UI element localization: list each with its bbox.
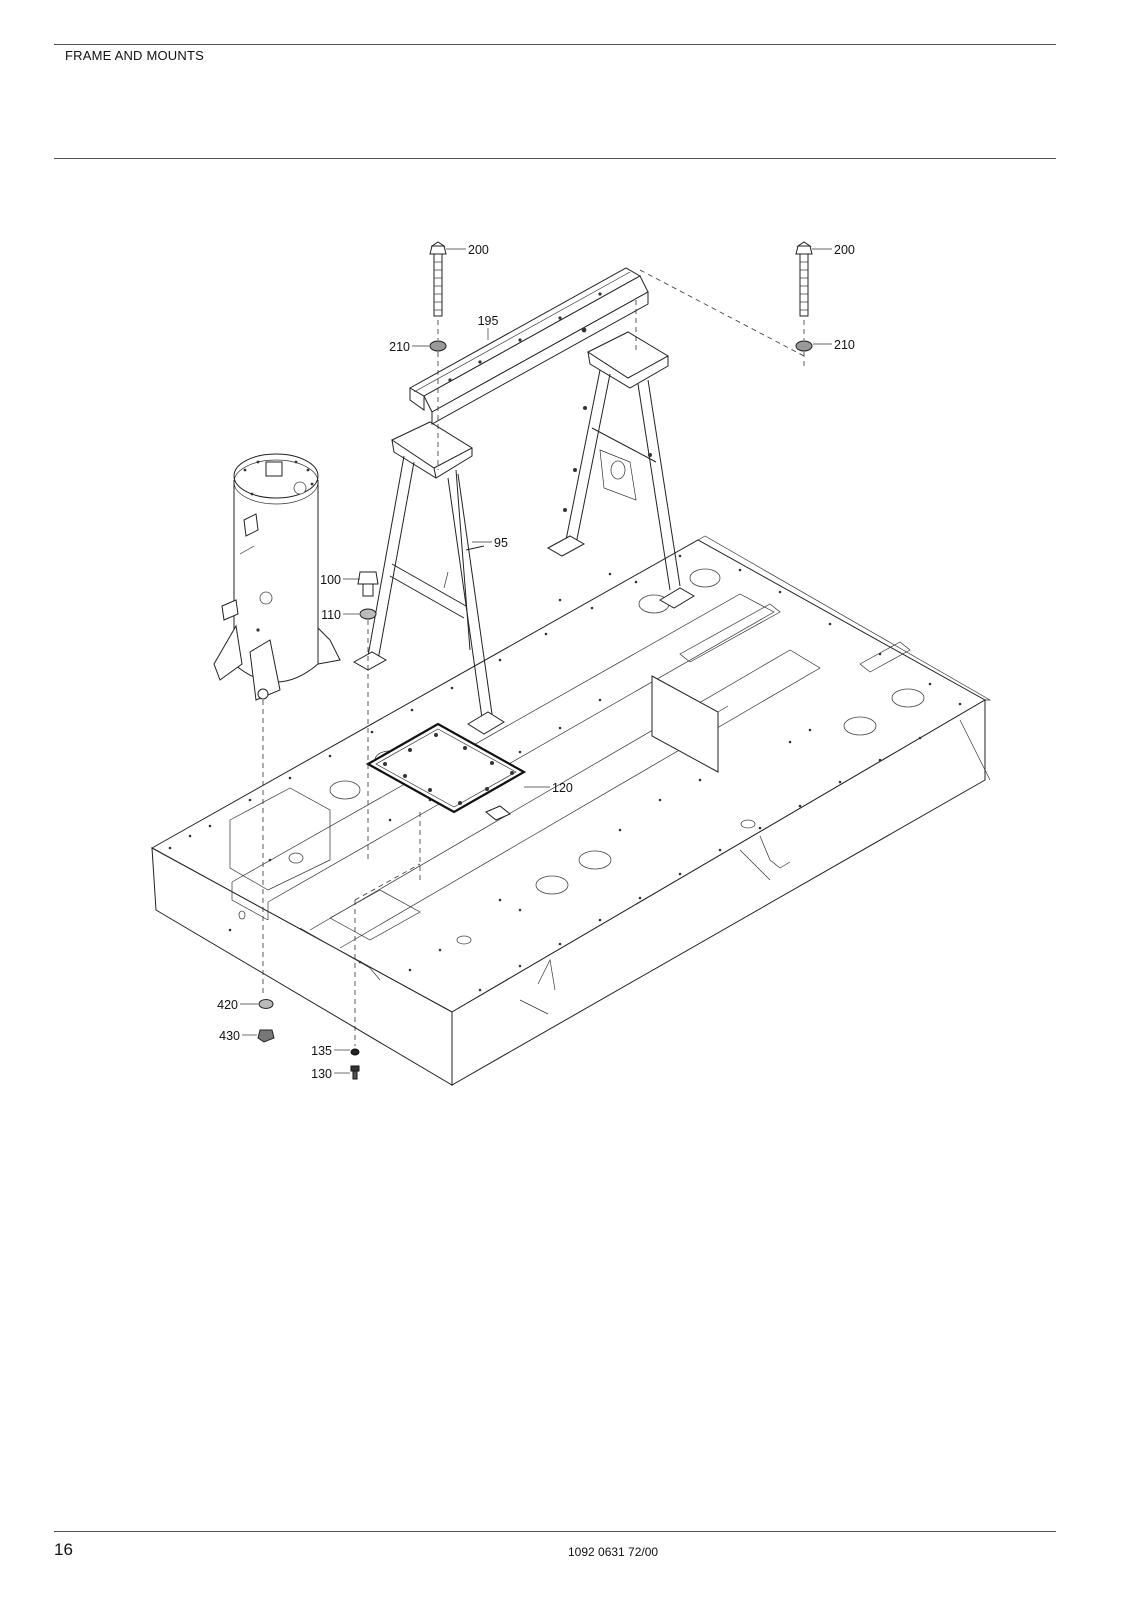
page-number: 16 [54,1540,73,1559]
callout-110: 110 [321,608,341,622]
callout-100: 100 [320,573,341,587]
document-number: 1092 0631 72/00 [568,1545,659,1559]
washer-210-right [795,340,813,352]
callout-430: 430 [219,1029,240,1043]
bolt-200-right [795,241,813,317]
callout-195: 195 [478,314,499,328]
bolt-100 [357,571,379,597]
callout-135: 135 [311,1044,332,1058]
page-title: FRAME AND MOUNTS [65,48,204,63]
beam-195 [408,267,649,425]
callout-200-right: 200 [834,243,855,257]
assembly-lines [262,269,805,1046]
callout-420: 420 [217,998,238,1012]
washer-420 [258,999,274,1009]
callout-210-right: 210 [834,338,855,352]
callout-210-left: 210 [389,340,410,354]
bolt-200-left [429,241,447,317]
rear-stand [546,331,695,609]
frame-rivets [168,554,962,992]
washer-135 [350,1048,360,1056]
washer-110 [359,608,377,620]
washer-210-left [429,340,447,352]
callout-95: 95 [494,536,508,550]
stand-95 [352,421,505,735]
base-frame [150,535,992,1086]
callout-200-left: 200 [468,243,489,257]
header-bottom-rule [54,158,1056,159]
header-top-rule [54,44,1056,45]
screw-130 [350,1065,360,1080]
receiver-tank [213,453,341,701]
callout-120: 120 [552,781,573,795]
callout-130: 130 [311,1067,332,1081]
nut-430 [257,1029,275,1043]
cover-plate-120 [365,722,527,821]
leader-lines [240,248,832,1074]
footer-rule [54,1531,1056,1532]
